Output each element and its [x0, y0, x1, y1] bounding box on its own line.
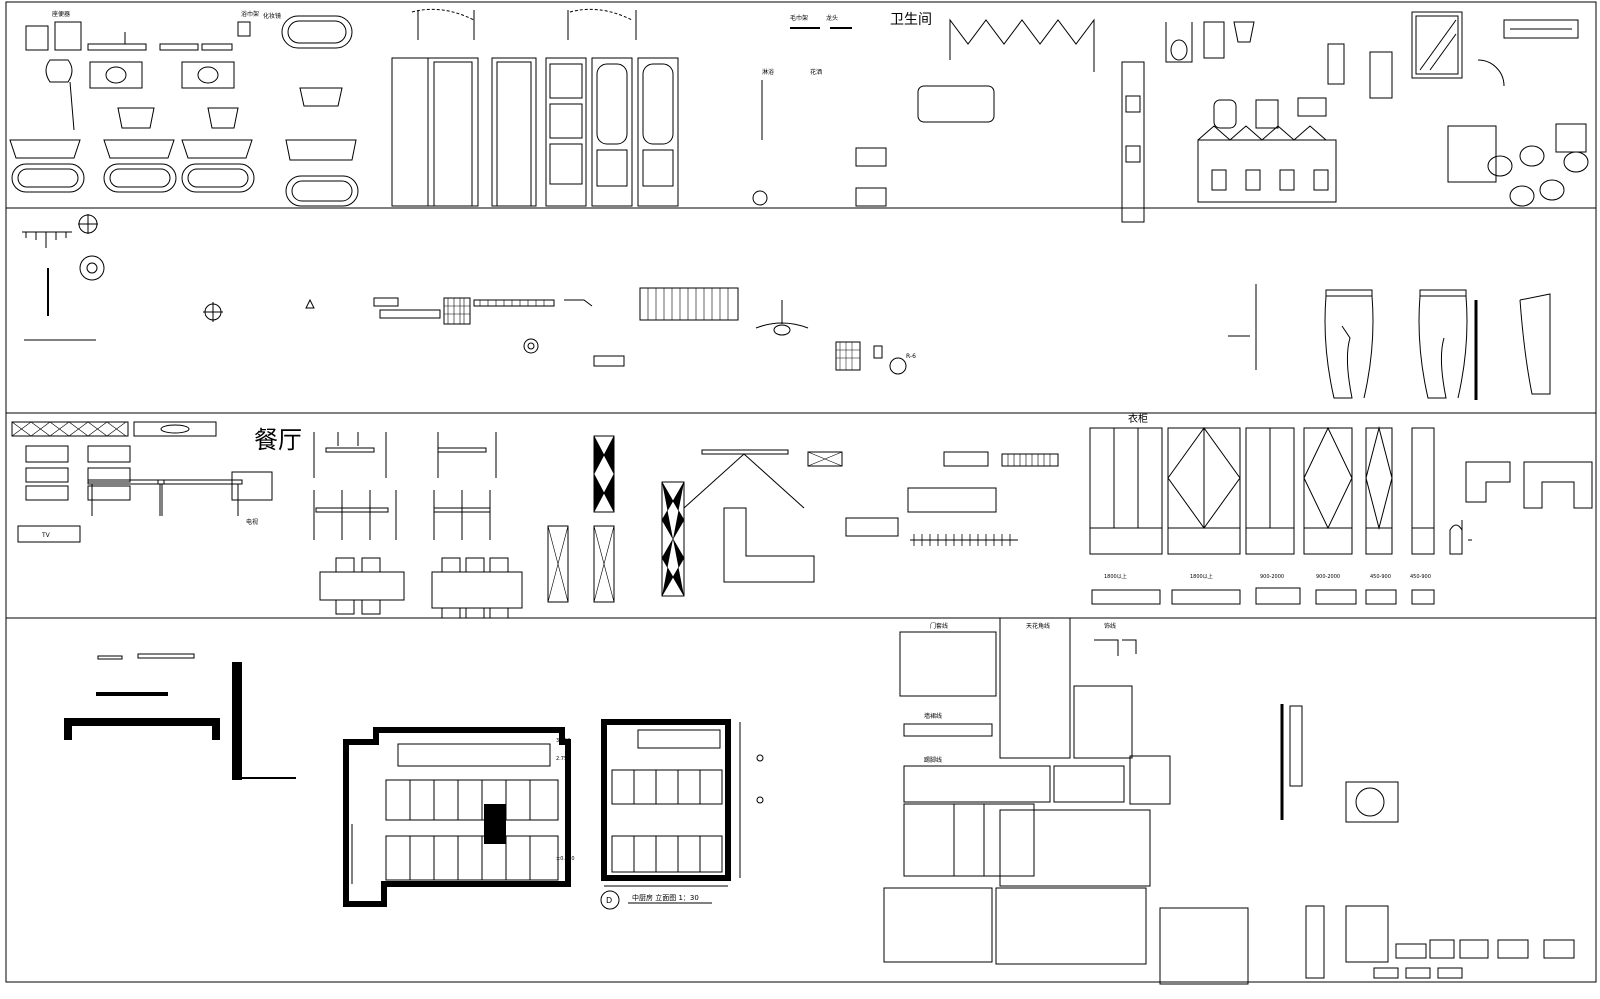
label-light-code: R-6: [906, 353, 916, 360]
label-shower-head: 淋浴: [762, 68, 774, 76]
elevation-marker-letter: D: [606, 896, 612, 905]
beam-section: [64, 718, 220, 740]
band-dining: 餐厅 电视 TV: [11, 412, 1593, 619]
ffl-label-3: ±0.000: [556, 856, 575, 862]
linear-light-panel: [639, 287, 739, 321]
wardrobe-dim-4: 900-2000: [1316, 574, 1340, 580]
bathroom-heading: 卫生间: [890, 12, 932, 28]
label-door-trim: 门套线: [930, 622, 948, 630]
wardrobe-dim-3: 900-2000: [1260, 574, 1284, 580]
toilet-partitions: [917, 18, 1145, 223]
band-elevation: 3.350 2.750 ±0.000 D 中厨房 立面图 1：30 门套线 天花…: [64, 617, 1575, 985]
label-skirting: 踢脚线: [924, 756, 942, 764]
label-dado: 墙裙线: [924, 712, 942, 720]
label-towel-bar: 浴巾架: [241, 10, 259, 18]
bathtub-top-2: [285, 175, 359, 207]
sanitary-cluster: [1165, 11, 1589, 207]
tv-caption: 电视: [246, 518, 258, 526]
cabinet-strip: [11, 421, 129, 437]
chandelier: [22, 231, 72, 248]
toilet-elevation: [25, 25, 49, 51]
band-bathroom: 座便器 浴巾架 化妆镜: [9, 8, 1589, 223]
dining-sets: [313, 432, 523, 619]
label-crown: 天花角线: [1026, 622, 1050, 630]
kitchen-elevation-2: [601, 719, 764, 887]
sheet-frame: [5, 1, 1597, 983]
curtains: [1228, 284, 1551, 400]
wardrobe-dim-2: 1800以上: [1190, 573, 1213, 580]
door-elevations: [391, 8, 679, 207]
kitchen-elevation-1: 3.350 2.750 ±0.000: [343, 727, 575, 907]
ffl-label-1: 3.350: [556, 738, 570, 744]
label-towel-rack: 毛巾架: [790, 14, 808, 22]
vanity-elevation: [87, 43, 147, 51]
elevation-title: 中厨房 立面图 1：30: [632, 893, 699, 902]
label-shower-tap: 花洒: [810, 68, 822, 76]
ceiling-fan: [755, 300, 809, 336]
wardrobe-heading: 衣柜: [1128, 412, 1148, 425]
wardrobes: [1089, 426, 1435, 555]
elevation-marker: [600, 890, 620, 910]
wardrobe-dim-5: 450-900: [1370, 574, 1391, 580]
band-lighting: R-6: [22, 214, 1551, 400]
bathtub-elevation-1: [9, 139, 81, 159]
label-wall-line: 饰线: [1104, 622, 1116, 630]
section-detail: [1280, 704, 1399, 823]
bathtub-top-1: [281, 15, 353, 49]
tv-cabinet: [17, 525, 81, 543]
ffl-label-2: 2.750: [556, 756, 570, 762]
title-blocks: [1305, 905, 1575, 979]
tall-cabinets: [547, 435, 843, 603]
label-toilet: 座便器: [52, 10, 70, 18]
dining-heading: 餐厅: [254, 426, 302, 454]
label-tap: 龙头: [826, 14, 838, 22]
label-mirror: 化妆镜: [263, 12, 281, 20]
track-lights: [373, 297, 593, 325]
rails-and-shelves: [845, 451, 1059, 546]
wardrobe-dim-1: 1800以上: [1104, 573, 1127, 580]
moulding-library: 门套线 天花角线 饰线 墙裙线 踢脚线: [883, 617, 1249, 985]
tv-label: TV: [41, 532, 51, 539]
wardrobe-dim-6: 450-900: [1410, 574, 1431, 580]
